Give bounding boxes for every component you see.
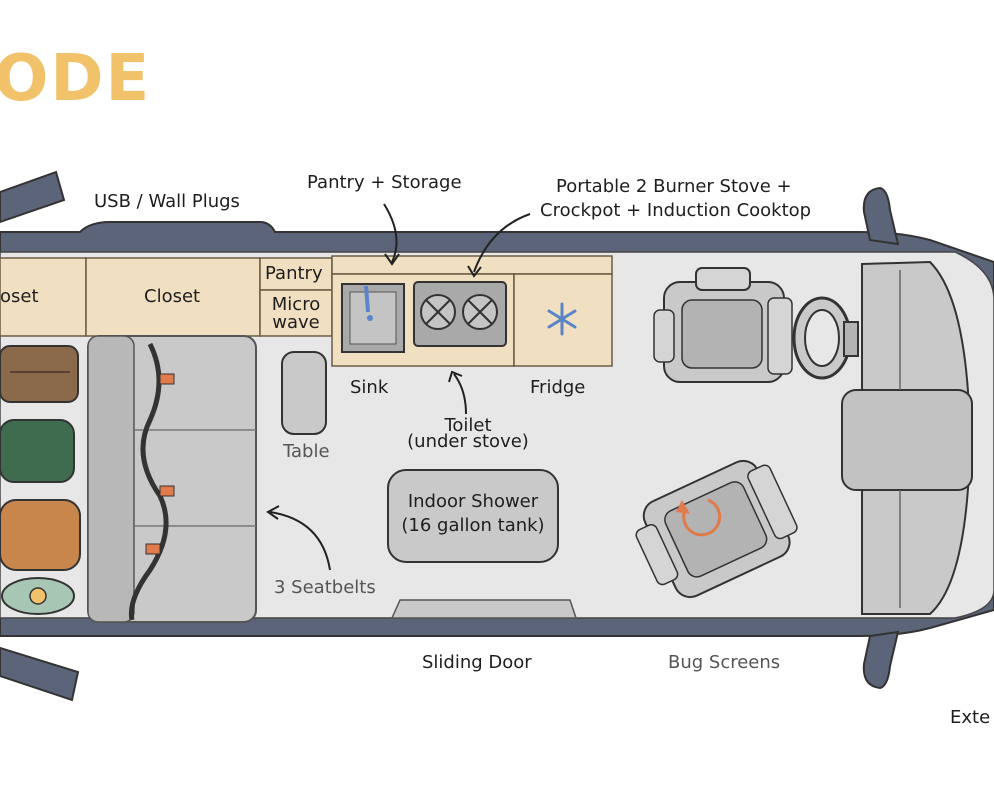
snowflake-icon bbox=[547, 302, 577, 336]
duffel-bag-green bbox=[0, 419, 75, 483]
stove-label-line1: Portable 2 Burner Stove + bbox=[556, 176, 792, 197]
exterior-label: Exte bbox=[950, 707, 991, 728]
arrow-stove bbox=[467, 213, 531, 278]
microwave-label-line1: Micro bbox=[271, 294, 321, 315]
sink-label: Sink bbox=[350, 377, 389, 398]
logs-storage bbox=[0, 345, 79, 403]
sliding-door-step bbox=[390, 599, 578, 619]
lantern-icon bbox=[1, 577, 75, 615]
sliding-door-label: Sliding Door bbox=[422, 652, 532, 673]
closet-left-label: oset bbox=[0, 286, 39, 307]
arrow-seatbelts bbox=[266, 505, 331, 571]
microwave-label-line2: wave bbox=[272, 312, 320, 333]
stove-label-line2: Crockpot + Induction Cooktop bbox=[540, 200, 812, 221]
shower-label-line2: (16 gallon tank) bbox=[401, 515, 545, 536]
indoor-shower bbox=[387, 469, 559, 563]
sink-basin bbox=[341, 283, 405, 353]
closet-label: Closet bbox=[144, 286, 201, 307]
toilet-label-line1: Toilet bbox=[444, 415, 492, 436]
shower-label-line1: Indoor Shower bbox=[407, 491, 539, 512]
stove-burners bbox=[413, 281, 507, 347]
mirror-bottom bbox=[862, 630, 900, 690]
mirror-top bbox=[862, 186, 900, 246]
arrow-toilet bbox=[448, 370, 467, 415]
fridge-label: Fridge bbox=[530, 377, 586, 398]
swivel-arrow-icon bbox=[676, 498, 722, 537]
toilet-label-line2: (under stove) bbox=[407, 431, 529, 452]
steering-wheel bbox=[792, 296, 859, 380]
dashboard bbox=[841, 260, 973, 615]
driver-seat bbox=[653, 267, 793, 383]
rear-door-top bbox=[0, 170, 66, 224]
table-label: Table bbox=[283, 441, 330, 462]
bench-seat bbox=[87, 335, 257, 623]
seatbelts-label: 3 Seatbelts bbox=[274, 577, 376, 598]
bug-screens-label: Bug Screens bbox=[668, 652, 781, 673]
pantry-storage-label: Pantry + Storage bbox=[307, 172, 462, 193]
swivel-passenger-seat bbox=[635, 459, 798, 599]
arrow-pantry-storage bbox=[383, 203, 400, 266]
rear-door-bottom bbox=[0, 646, 80, 702]
duffel-bag-brown bbox=[0, 499, 81, 571]
table bbox=[281, 351, 327, 435]
usb-plugs-label: USB / Wall Plugs bbox=[94, 191, 240, 212]
pantry-label: Pantry bbox=[265, 263, 323, 284]
page-title: ODE bbox=[0, 42, 152, 116]
